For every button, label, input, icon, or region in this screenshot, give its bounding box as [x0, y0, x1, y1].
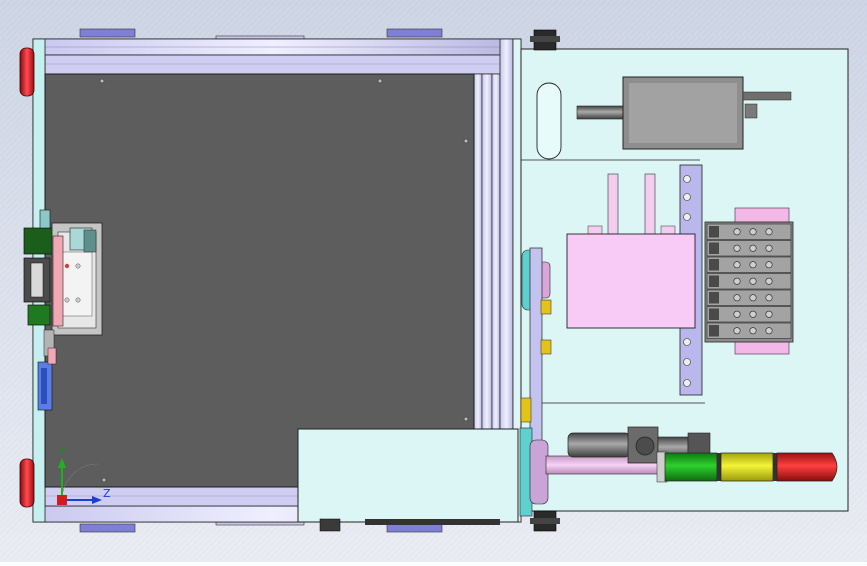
cylinder-actuator-top[interactable] [576, 76, 792, 150]
panel-bumpers [530, 29, 560, 532]
valve-port [765, 310, 773, 318]
valve-connector [709, 292, 719, 304]
valve-port [765, 294, 773, 302]
valve-connector [709, 275, 719, 287]
rotary-actuator[interactable] [520, 247, 552, 504]
valve-port [749, 244, 757, 252]
valve-slot[interactable] [706, 289, 792, 306]
valve-port [749, 310, 757, 318]
base-plate[interactable] [44, 73, 475, 488]
signal-tower-light[interactable] [567, 426, 838, 483]
valve-connector [709, 226, 719, 238]
valve-port [733, 327, 741, 335]
valve-slot[interactable] [706, 322, 792, 339]
valve-manifold-box[interactable] [566, 173, 696, 329]
valve-port [733, 277, 741, 285]
valve-port [733, 261, 741, 269]
valve-slot[interactable] [706, 223, 792, 240]
valve-port [733, 294, 741, 302]
valve-port [765, 277, 773, 285]
valve-port [733, 244, 741, 252]
valve-slot[interactable] [706, 240, 792, 257]
mounting-holes [99, 78, 469, 483]
valve-port [749, 294, 757, 302]
valve-port [749, 261, 757, 269]
valve-port [733, 310, 741, 318]
valve-connector [709, 325, 719, 337]
valve-port [749, 277, 757, 285]
valve-connector [709, 308, 719, 320]
valve-slot[interactable] [706, 273, 792, 290]
valve-port [765, 261, 773, 269]
valve-connector [709, 259, 719, 271]
coordinate-triad: Y Z [57, 446, 111, 505]
valve-port [749, 327, 757, 335]
valve-port [765, 327, 773, 335]
valve-slot[interactable] [706, 256, 792, 273]
valve-port [749, 228, 757, 236]
cable-slot [536, 82, 562, 160]
valve-slot[interactable] [706, 306, 792, 323]
z-axis-label: Z [103, 487, 111, 500]
valve-port [765, 228, 773, 236]
leveling-feet-left[interactable] [19, 47, 35, 508]
junction-box[interactable] [297, 428, 519, 523]
valve-port [765, 244, 773, 252]
y-axis-label: Y [58, 446, 66, 459]
sensor-bracket-assembly[interactable] [23, 209, 103, 411]
valve-connector [709, 242, 719, 254]
valve-port [733, 228, 741, 236]
